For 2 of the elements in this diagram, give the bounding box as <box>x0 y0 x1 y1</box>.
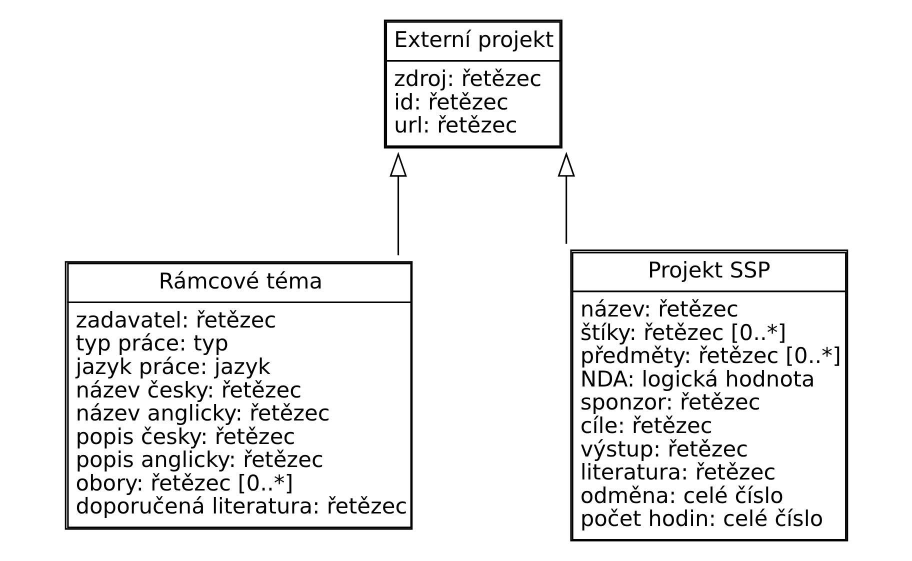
arrow <box>389 152 406 256</box>
arrow <box>557 152 575 244</box>
